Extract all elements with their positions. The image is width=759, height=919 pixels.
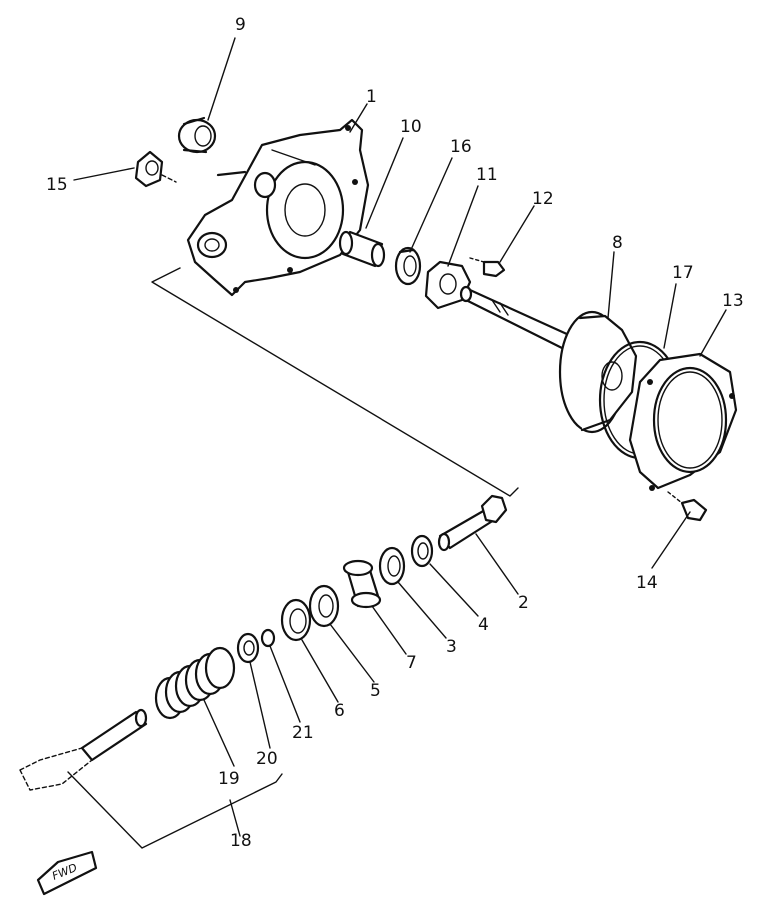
part-5-bearing: [308, 584, 340, 628]
part-20-washer: [236, 632, 260, 664]
leader-lines: [73, 37, 727, 837]
label-1: 1: [366, 87, 377, 107]
label-9: 9: [235, 15, 246, 35]
part-labels: 9 1 10 16 11 15 12 8 17 13 14 2 4 3 7 5 …: [46, 15, 744, 851]
label-20: 20: [256, 749, 278, 769]
label-6: 6: [334, 701, 345, 721]
part-12-screw: [469, 257, 506, 278]
label-17: 17: [672, 263, 694, 283]
part-10-sleeve: [338, 230, 386, 268]
part-9-seal: [177, 116, 217, 154]
label-4: 4: [478, 615, 489, 635]
label-21: 21: [292, 723, 314, 743]
part-3-bearing: [378, 546, 406, 586]
label-19: 19: [218, 769, 240, 789]
shaft-upper: [459, 285, 582, 354]
label-3: 3: [446, 637, 457, 657]
fwd-arrow-icon: [36, 850, 98, 896]
part-2-shaft: [437, 494, 508, 552]
label-2: 2: [518, 593, 529, 613]
part-13-cover: [628, 352, 738, 491]
label-18: 18: [230, 831, 252, 851]
label-15: 15: [46, 175, 68, 195]
label-14: 14: [636, 573, 658, 593]
label-5: 5: [370, 681, 381, 701]
part-21-ring: [260, 628, 276, 648]
label-16: 16: [450, 137, 472, 157]
part-6-seal: [280, 598, 312, 642]
label-13: 13: [722, 291, 744, 311]
part-16-bearing: [394, 246, 422, 286]
group-bracket-upper: [151, 267, 519, 497]
part-19-spring: [154, 646, 236, 720]
group-bracket-lower: [67, 771, 283, 849]
part-15-bolt: [134, 150, 177, 188]
part-4-washer: [410, 534, 434, 568]
label-7: 7: [406, 653, 417, 673]
part-7-collar: [342, 559, 382, 609]
lower-shaft: [19, 708, 148, 791]
label-10: 10: [400, 117, 422, 137]
label-8: 8: [612, 233, 623, 253]
part-8-drum: [558, 310, 638, 434]
label-11: 11: [476, 165, 498, 185]
label-12: 12: [532, 189, 554, 209]
part-1-housing: [186, 118, 370, 297]
